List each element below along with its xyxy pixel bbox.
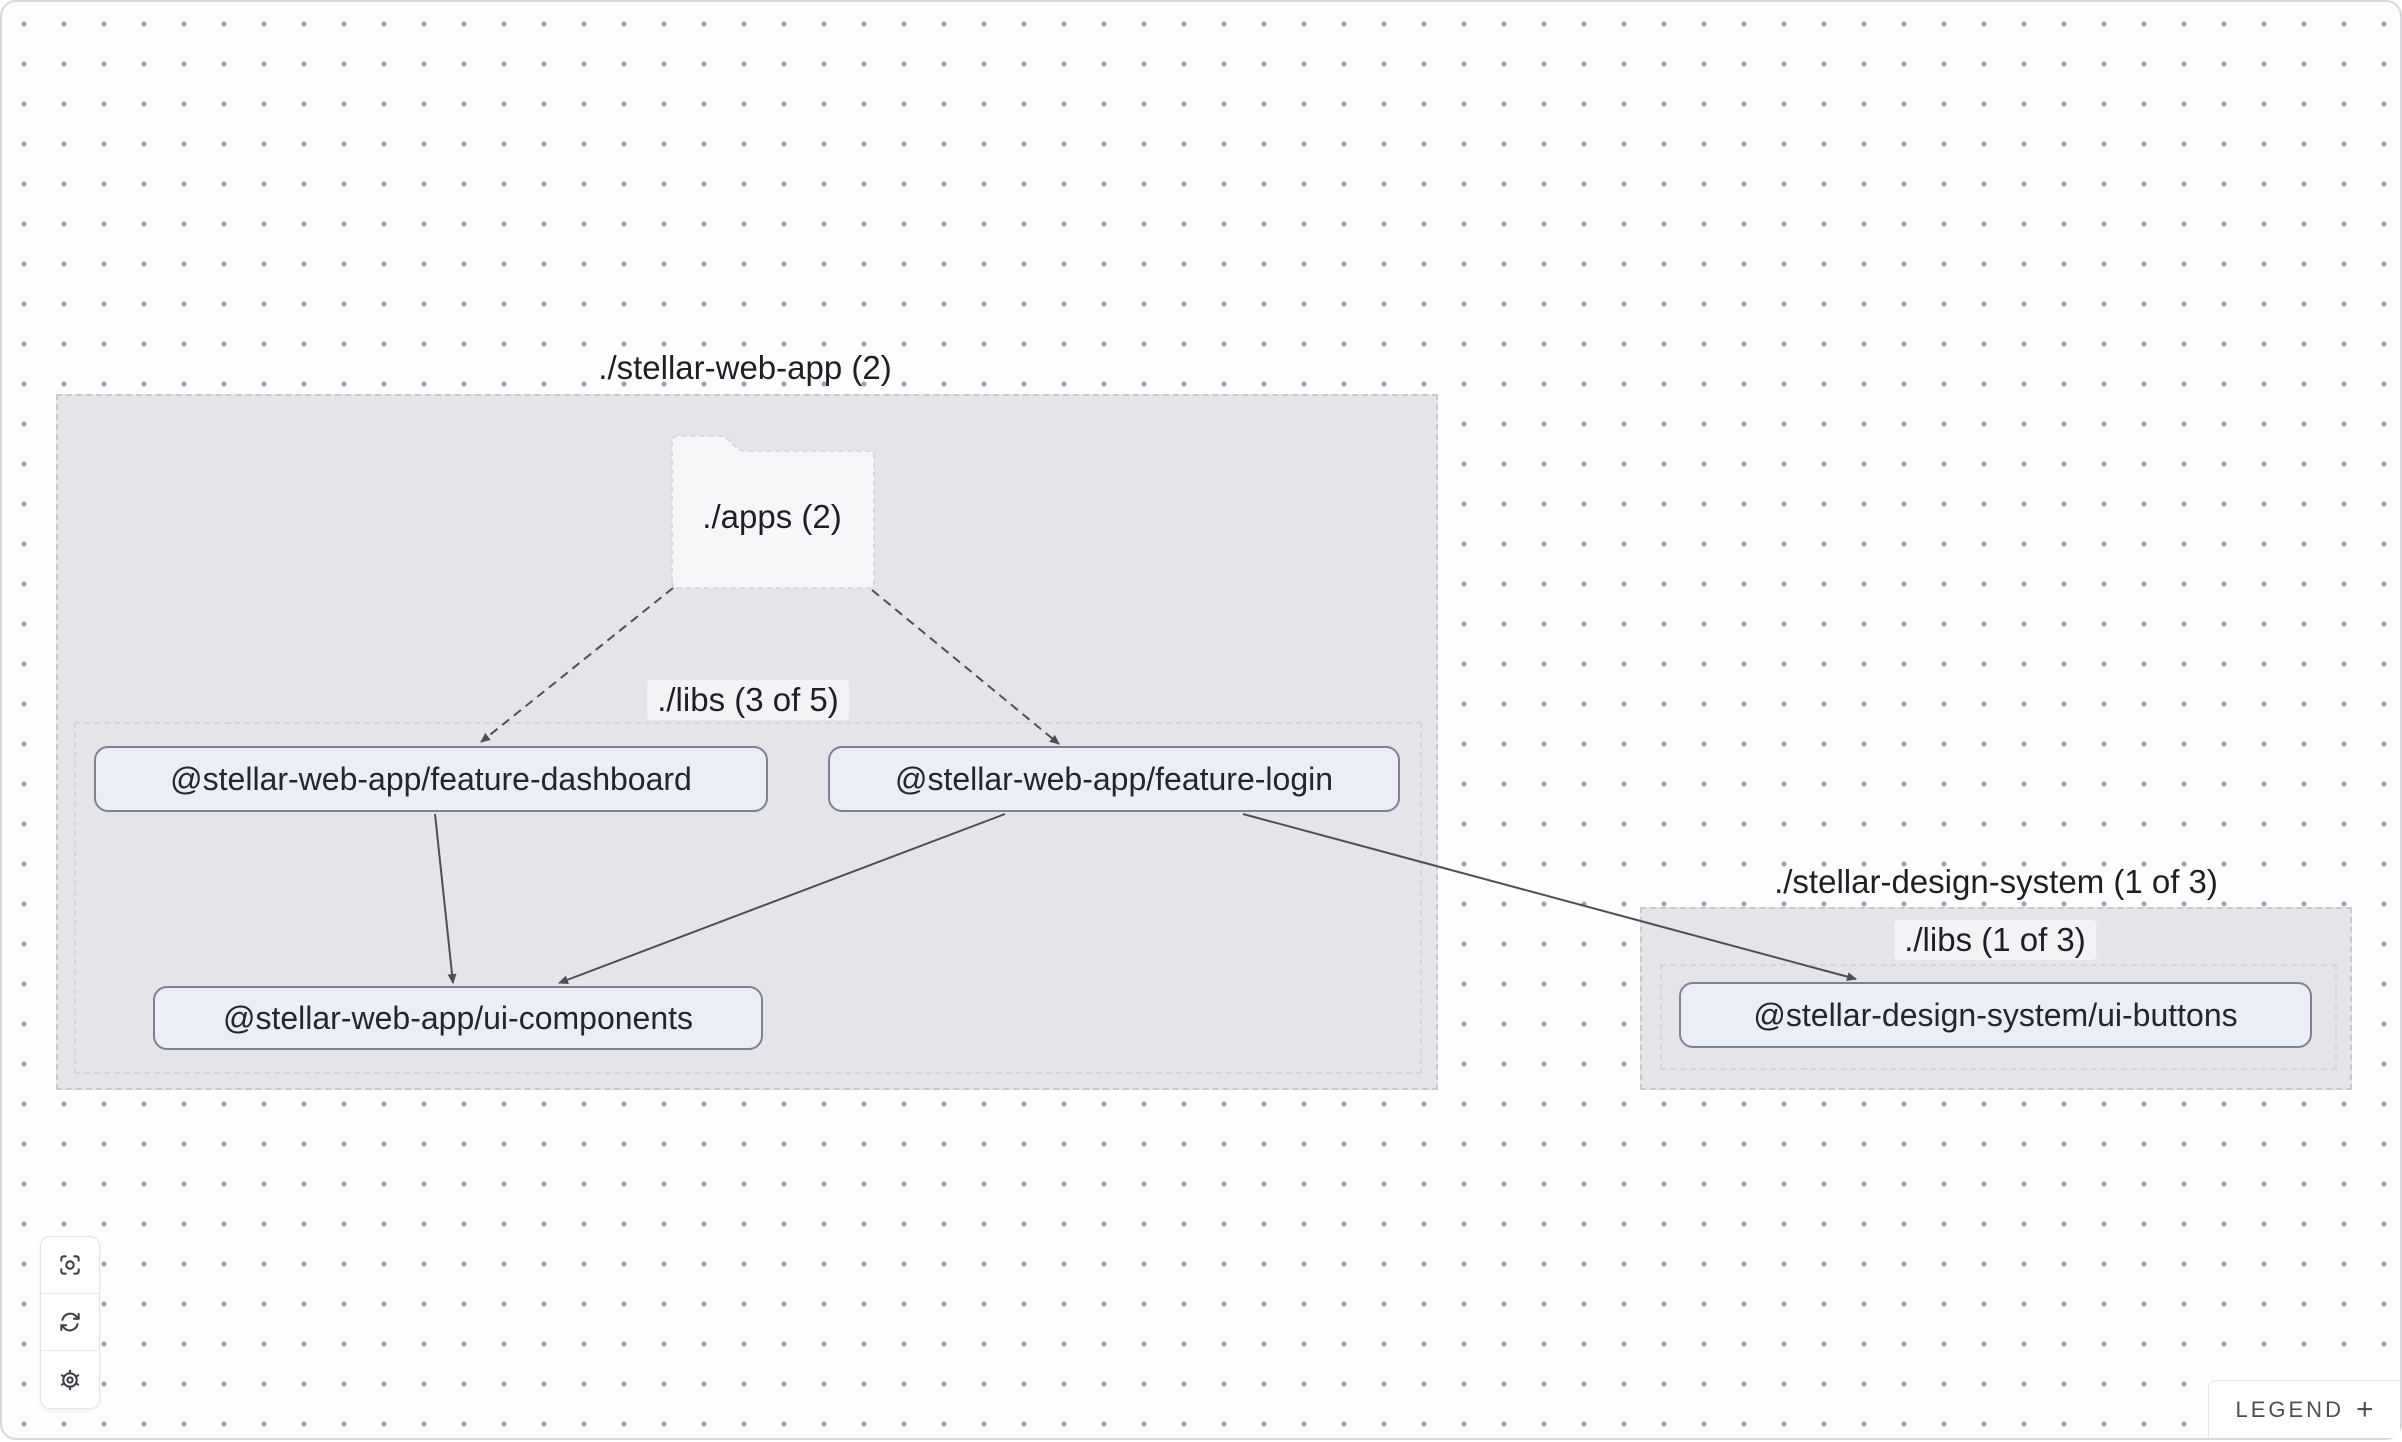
folder-node-apps[interactable] — [667, 432, 879, 590]
project-node-feature-dashboard[interactable]: @stellar-web-app/feature-dashboard — [94, 746, 768, 812]
focus-icon — [60, 1255, 80, 1275]
subgroup-label-design-system-libs: ./libs (1 of 3) — [1894, 920, 2096, 960]
legend-button[interactable]: LEGEND + — [2208, 1380, 2400, 1438]
subgroup-design-system-libs — [1660, 964, 2337, 1070]
project-node-ui-buttons[interactable]: @stellar-design-system/ui-buttons — [1679, 982, 2312, 1048]
project-node-label: @stellar-web-app/ui-components — [222, 999, 694, 1036]
edge-apps-to-feature-dashboard[interactable] — [480, 587, 674, 743]
subgroup-label-web-app-libs: ./libs (3 of 5) — [647, 680, 849, 720]
folder-label-apps: ./apps (2) — [702, 498, 842, 535]
graph-toolbar — [40, 1236, 100, 1409]
edge-feature-login-to-ui-components[interactable] — [558, 813, 1006, 985]
edge-apps-to-feature-login[interactable] — [871, 589, 1060, 745]
plus-icon: + — [2355, 1392, 2374, 1426]
group-label-stellar-web-app: ./stellar-web-app (2) — [598, 349, 892, 386]
settings-button[interactable] — [41, 1351, 99, 1408]
gear-icon — [60, 1369, 80, 1390]
project-node-label: @stellar-web-app/feature-login — [894, 760, 1334, 797]
project-node-ui-components[interactable]: @stellar-web-app/ui-components — [153, 986, 763, 1050]
refresh-icon — [60, 1312, 80, 1332]
subgroup-stellar-web-app-libs — [74, 722, 1422, 1074]
legend-label: LEGEND — [2235, 1396, 2344, 1422]
project-node-feature-login[interactable]: @stellar-web-app/feature-login — [828, 746, 1400, 812]
edge-feature-dashboard-to-ui-components[interactable] — [434, 813, 457, 984]
edge-feature-login-to-ui-buttons[interactable] — [1242, 813, 1857, 982]
project-node-label: @stellar-design-system/ui-buttons — [1753, 996, 2238, 1033]
group-label-stellar-design-system: ./stellar-design-system (1 of 3) — [1774, 863, 2218, 900]
focus-view-button[interactable] — [41, 1237, 99, 1294]
refresh-graph-button[interactable] — [41, 1294, 99, 1351]
folder-icon — [671, 435, 875, 589]
project-node-label: @stellar-web-app/feature-dashboard — [170, 760, 692, 797]
